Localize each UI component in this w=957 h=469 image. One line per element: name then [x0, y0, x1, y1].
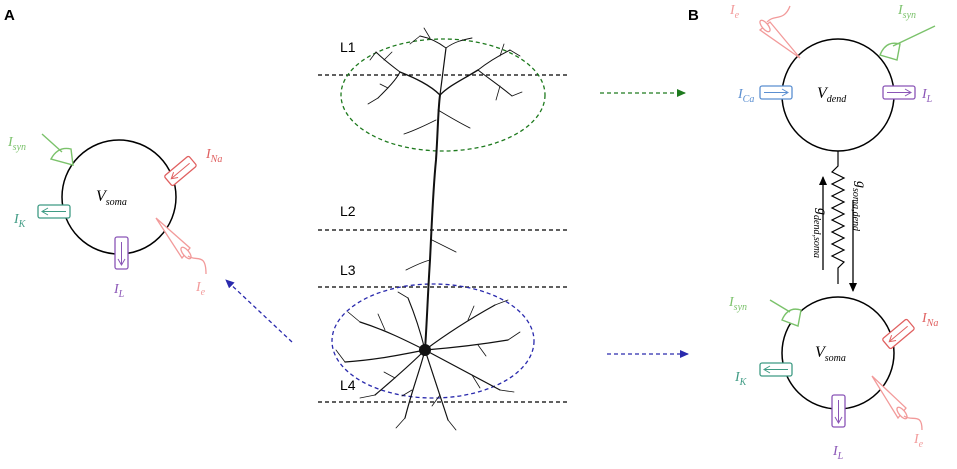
coupling-label-dend-soma: gdend,soma	[811, 208, 829, 258]
k-current-label: IK	[13, 212, 27, 230]
dendrite-syn-current-label: Isyn	[897, 3, 916, 21]
soma-voltage-label: Vsoma	[96, 188, 127, 208]
soma-b-electrode-current-label: Ie	[913, 432, 924, 450]
coupling-resistor: gsoma,dend gdend,soma	[811, 151, 868, 292]
neuron-morphology	[335, 27, 523, 431]
neuron-soma	[419, 344, 431, 356]
panel-b-dendrite-compartment: Vdend Ie Isyn ICa IL	[729, 3, 936, 152]
na-current-label: INa	[205, 147, 222, 165]
panel-letter-b: B	[688, 7, 699, 24]
layer-label-l4: L4	[340, 377, 356, 393]
coupling-label-soma-dend: gsoma,dend	[850, 181, 868, 232]
panel-a-soma-compartment: Vsoma Isyn INa IK IL	[7, 133, 222, 300]
dendrite-electrode-icon	[758, 5, 801, 59]
layer-label-l1: L1	[340, 39, 356, 55]
soma-b-syn-current-label: Isyn	[728, 295, 747, 313]
soma-b-k-current-label: IK	[734, 370, 748, 388]
soma-region-ellipse	[331, 283, 535, 399]
layer-label-l3: L3	[340, 262, 356, 278]
potassium-channel-icon	[37, 204, 71, 219]
dendrite-synapse-icon	[879, 25, 936, 61]
soma-b-electrode-icon	[871, 375, 923, 431]
dendrite-region-ellipse	[340, 38, 546, 152]
soma-b-synapse-icon	[769, 299, 802, 327]
soma-b-voltage-label: Vsoma	[815, 344, 846, 364]
sodium-channel-icon	[164, 155, 197, 187]
electrode-icon	[155, 217, 207, 275]
ca-current-label: ICa	[737, 87, 754, 105]
soma-b-na-current-label: INa	[921, 311, 938, 329]
soma-b-leak-channel-icon	[831, 394, 846, 428]
synapse-icon	[41, 133, 74, 166]
dendrite-voltage-label: Vdend	[817, 85, 847, 105]
dendrite-leak-channel-icon	[882, 85, 916, 100]
soma-b-sodium-channel-icon	[882, 318, 915, 350]
electrode-current-label: Ie	[195, 280, 206, 298]
neuron-diagram: L1 L2 L3 L4	[318, 27, 568, 431]
dendrite-leak-current-label: IL	[921, 87, 933, 105]
leak-current-label: IL	[113, 282, 125, 300]
leak-channel-icon	[114, 236, 129, 270]
soma-b-potassium-channel-icon	[759, 362, 793, 377]
dendrite-electrode-current-label: Ie	[729, 3, 740, 21]
soma-mapping-arrow-left	[225, 279, 293, 343]
calcium-channel-icon	[759, 85, 793, 100]
layer-label-l2: L2	[340, 203, 356, 219]
syn-current-label: Isyn	[7, 135, 26, 153]
panel-b-soma-compartment: Vsoma Isyn INa IK IL	[728, 295, 938, 462]
soma-b-leak-current-label: IL	[832, 444, 844, 462]
panel-letter-a: A	[4, 7, 15, 24]
